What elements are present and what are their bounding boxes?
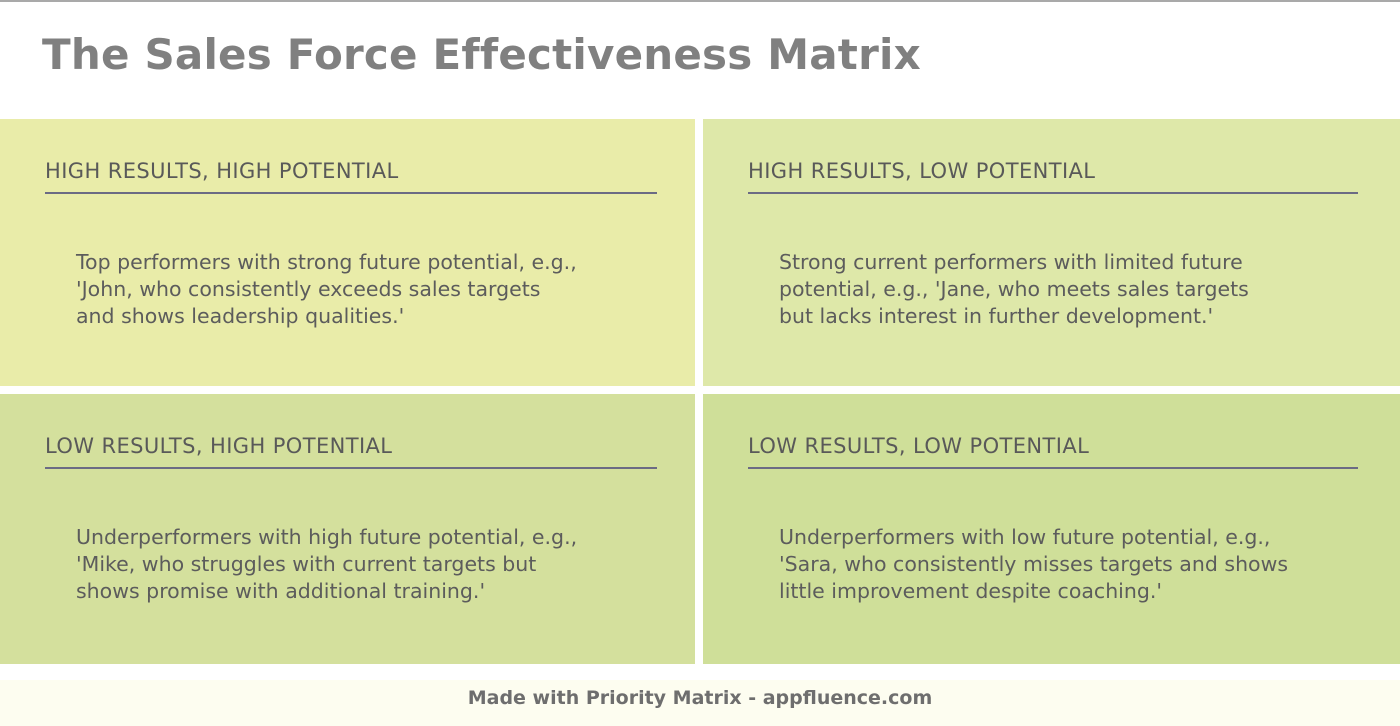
quadrant-description: Strong current performers with limited f… [779,250,1249,328]
quadrant-title: LOW RESULTS, LOW POTENTIAL [748,434,1090,458]
quadrant-description: Underperformers with low future potentia… [779,525,1289,603]
quadrant-title-rule [45,467,657,469]
quadrant-title: LOW RESULTS, HIGH POTENTIAL [45,434,393,458]
quadrant-low-results-high-potential[interactable]: LOW RESULTS, HIGH POTENTIAL Underperform… [0,391,700,664]
matrix-grid: HIGH RESULTS, HIGH POTENTIAL Top perform… [0,119,1400,664]
footer-attribution[interactable]: Made with Priority Matrix - appfluence.c… [467,687,933,709]
page-title: The Sales Force Effectiveness Matrix [42,30,921,79]
quadrant-title-rule [45,192,657,194]
quadrant-title-rule [748,467,1358,469]
quadrant-high-results-low-potential[interactable]: HIGH RESULTS, LOW POTENTIAL Strong curre… [700,119,1400,391]
quadrant-low-results-low-potential[interactable]: LOW RESULTS, LOW POTENTIAL Underperforme… [700,391,1400,664]
page-footer: Made with Priority Matrix - appfluence.c… [0,680,1400,726]
quadrant-title: HIGH RESULTS, HIGH POTENTIAL [45,159,399,183]
page-header: The Sales Force Effectiveness Matrix [0,2,1400,118]
quadrant-description: Top performers with strong future potent… [76,250,577,328]
quadrant-description: Underperformers with high future potenti… [76,525,578,603]
quadrant-high-results-high-potential[interactable]: HIGH RESULTS, HIGH POTENTIAL Top perform… [0,119,700,391]
quadrant-title: HIGH RESULTS, LOW POTENTIAL [748,159,1096,183]
quadrant-title-rule [748,192,1358,194]
